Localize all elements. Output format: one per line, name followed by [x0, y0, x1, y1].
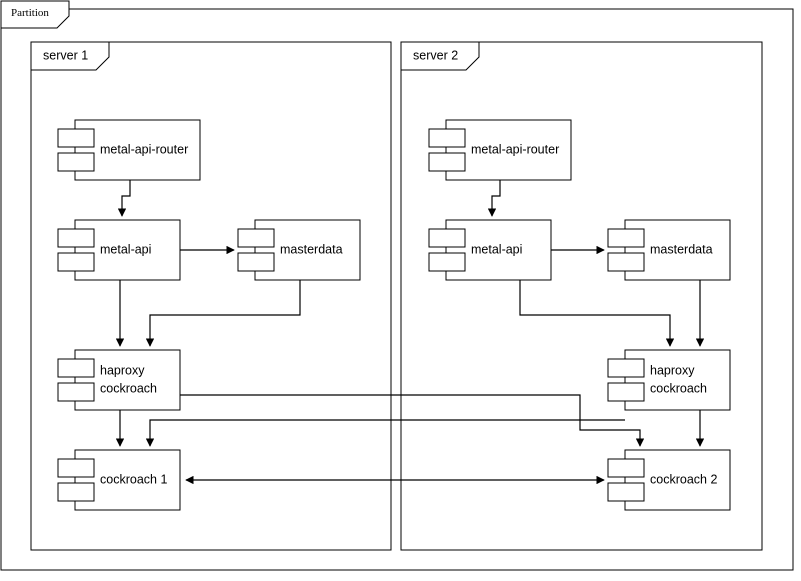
frame-tab-server-1: [30, 41, 110, 71]
frame-label-server-1: server 1: [43, 48, 88, 62]
component-port-tab-2: [607, 482, 645, 502]
component-port-tab-2: [428, 152, 466, 172]
component-label: haproxy: [650, 363, 695, 377]
component-box: [74, 119, 201, 181]
component-cockroach-2[interactable]: cockroach 2: [607, 449, 731, 511]
component-port-tab-1: [607, 358, 645, 378]
connection-haproxy1-to-cockroach2: [180, 394, 645, 447]
component-label: cockroach: [650, 381, 707, 395]
component-port-tab-1: [607, 228, 645, 248]
component-label: metal-api-router: [471, 142, 559, 156]
component-port-tab-1: [57, 228, 95, 248]
component-port-tab-1: [57, 458, 95, 478]
component-label: haproxy: [100, 363, 145, 377]
components: metal-api-router metal-api masterdata hapro…: [57, 119, 731, 511]
connections: [115, 180, 705, 485]
component-port-tab-2: [237, 252, 275, 272]
component-port-tab-2: [428, 252, 466, 272]
component-metal-api-router-2[interactable]: metal-api-router: [428, 119, 572, 181]
component-haproxy-cockroach-2[interactable]: haproxy cockroach: [607, 349, 731, 411]
component-label: metal-api-router: [100, 142, 188, 156]
component-metal-api-1[interactable]: metal-api: [57, 219, 181, 281]
component-label: metal-api: [471, 242, 522, 256]
component-port-tab-1: [428, 128, 466, 148]
connection-haproxy2-to-cockroach1: [145, 419, 625, 447]
component-port-tab-2: [607, 382, 645, 402]
component-box: [445, 119, 572, 181]
component-port-tab-2: [57, 382, 95, 402]
component-port-tab-2: [57, 482, 95, 502]
connection-router1-to-metalapi1: [117, 180, 131, 217]
frame-tab-server-2: [400, 41, 480, 71]
component-port-tab-1: [428, 228, 466, 248]
component-haproxy-cockroach-1[interactable]: haproxy cockroach: [57, 349, 181, 411]
component-port-tab-1: [607, 458, 645, 478]
component-label: masterdata: [280, 242, 343, 256]
component-masterdata-1[interactable]: masterdata: [237, 219, 361, 281]
component-port-tab-1: [57, 358, 95, 378]
connection-router2-to-metalapi2: [487, 180, 501, 217]
component-label: masterdata: [650, 242, 713, 256]
component-metal-api-router-1[interactable]: metal-api-router: [57, 119, 201, 181]
component-port-tab-2: [57, 252, 95, 272]
connection-metalapi2-to-haproxy2: [519, 280, 675, 347]
partition-tab: [0, 0, 70, 29]
partition-label: Partition: [11, 7, 49, 19]
component-label: cockroach: [100, 381, 157, 395]
component-cockroach-1[interactable]: cockroach 1: [57, 449, 181, 511]
component-metal-api-2[interactable]: metal-api: [428, 219, 552, 281]
component-label: cockroach 1: [100, 472, 167, 486]
component-masterdata-2[interactable]: masterdata: [607, 219, 731, 281]
component-port-tab-2: [57, 152, 95, 172]
connection-masterdata1-to-haproxy1: [145, 280, 301, 347]
frame-label-server-2: server 2: [413, 48, 458, 62]
component-port-tab-1: [57, 128, 95, 148]
component-label: cockroach 2: [650, 472, 717, 486]
component-port-tab-2: [607, 252, 645, 272]
component-label: metal-api: [100, 242, 151, 256]
component-port-tab-1: [237, 228, 275, 248]
